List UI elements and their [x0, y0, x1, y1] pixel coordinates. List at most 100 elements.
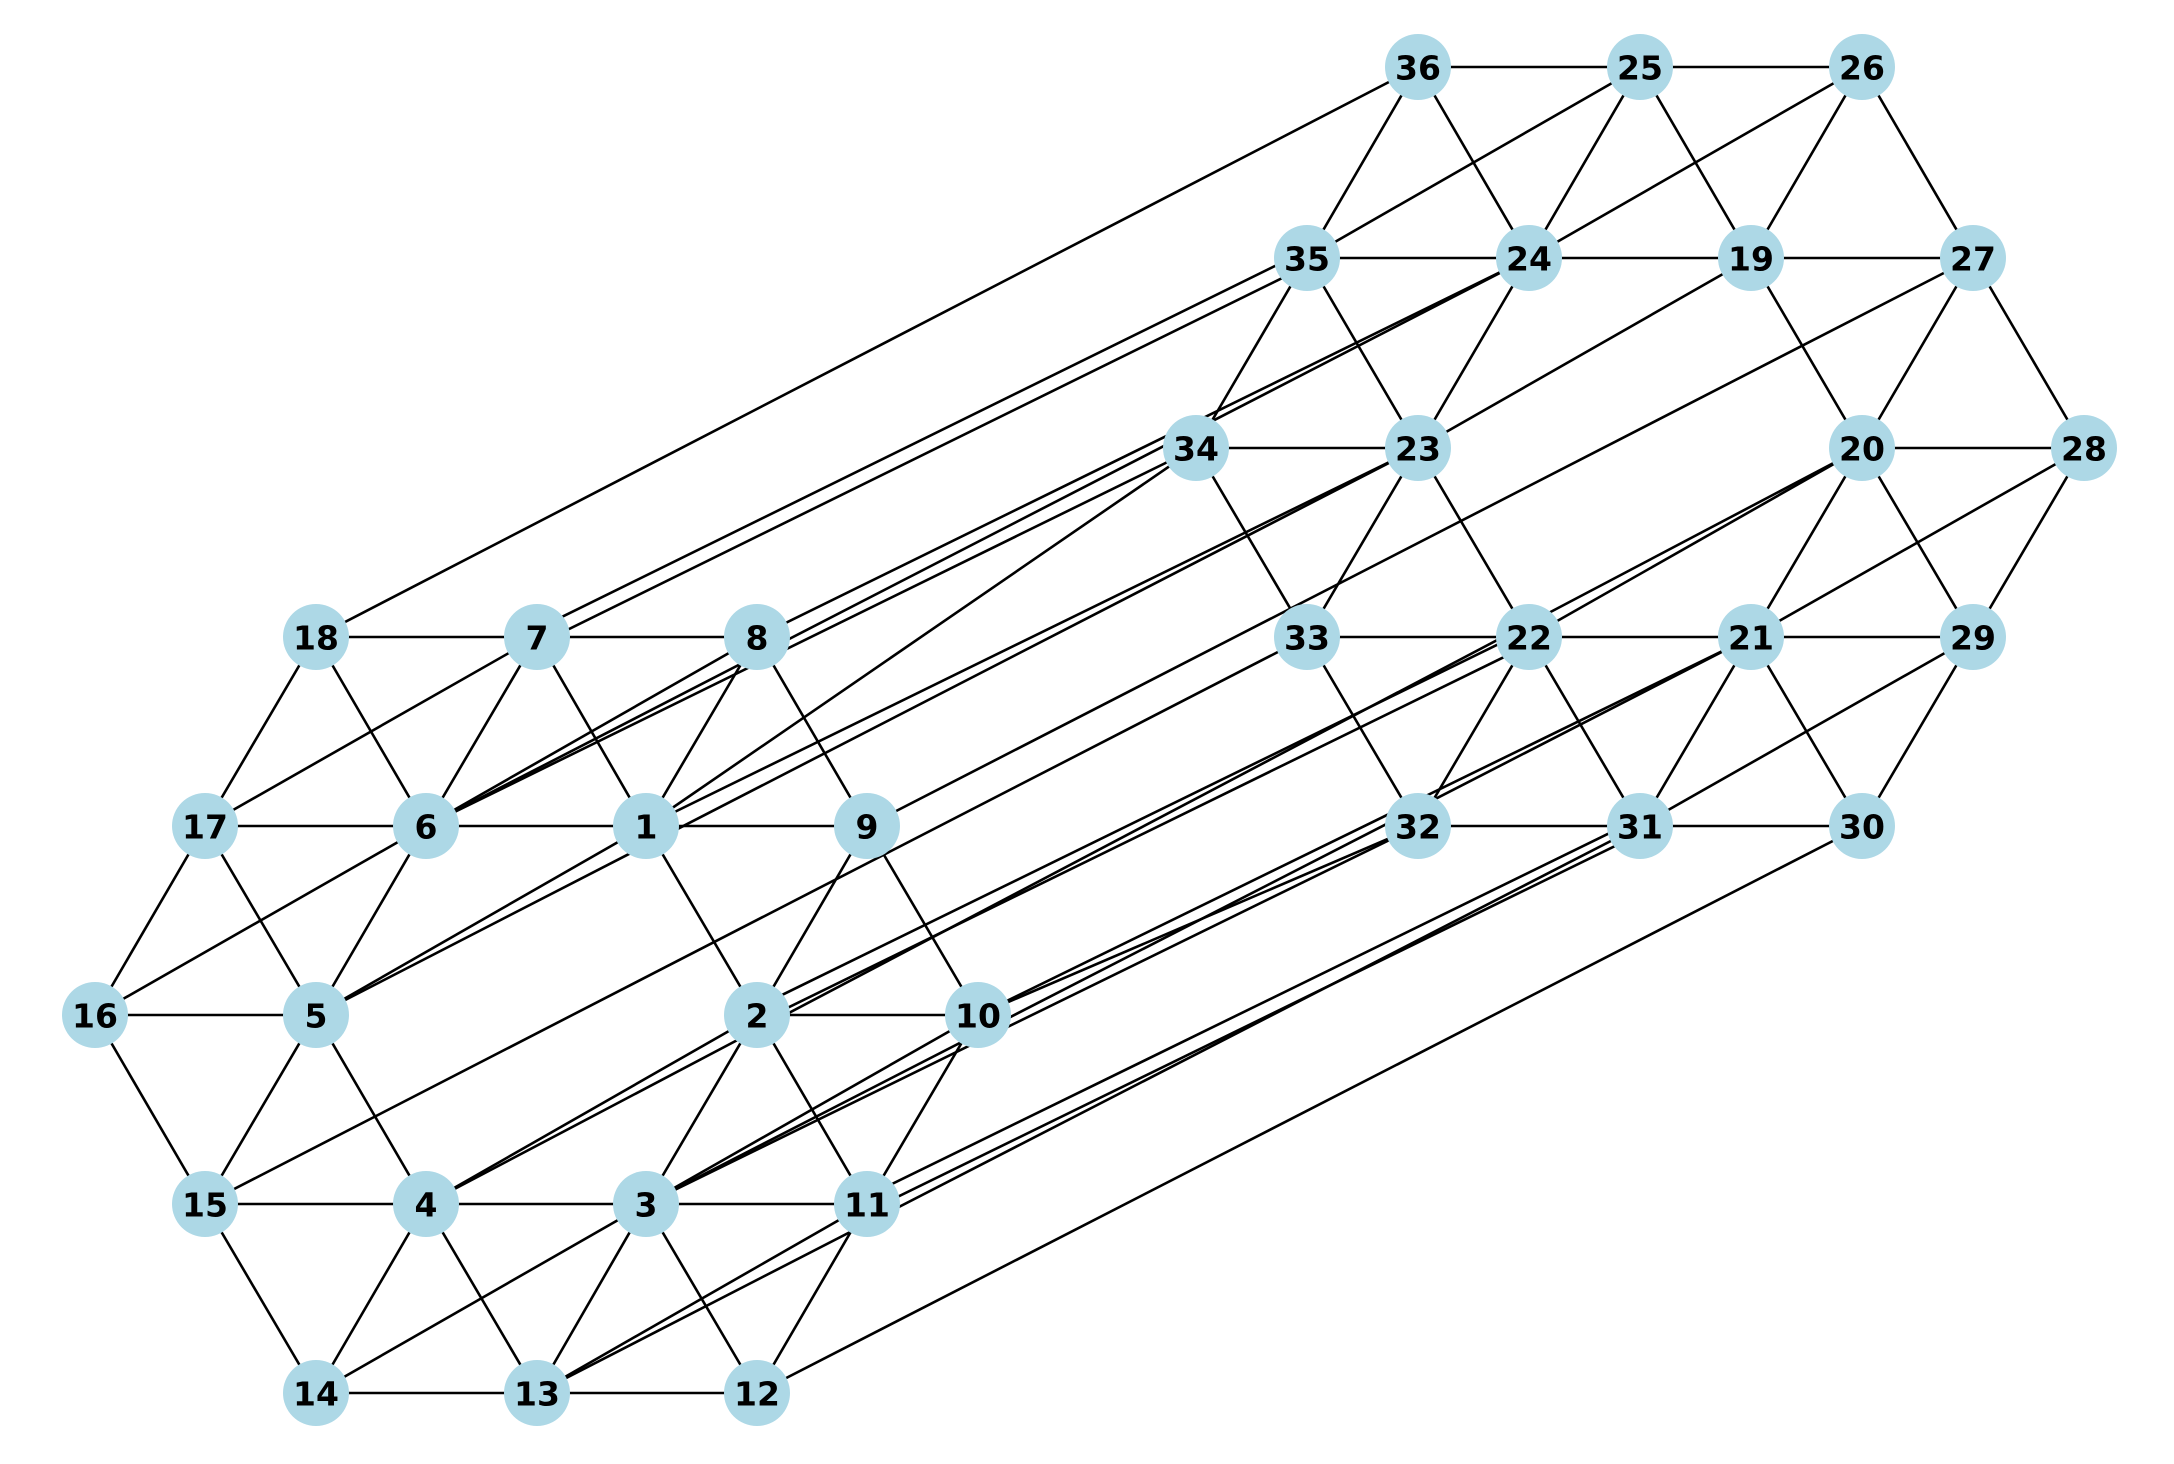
edge-26-27	[1860, 66, 1975, 259]
edge-20-22	[1528, 446, 1863, 639]
node-13: 13	[504, 1360, 570, 1426]
node-8: 8	[724, 604, 790, 670]
node-label: 28	[2061, 430, 2107, 469]
node-circle	[283, 604, 349, 670]
node-2: 2	[724, 982, 790, 1048]
edge-10-3	[645, 1013, 979, 1206]
edge-35-23	[1305, 257, 1420, 449]
edge-10-11	[865, 1014, 980, 1205]
edge-34-33	[1194, 447, 1309, 638]
node-circle	[393, 1171, 459, 1237]
node-16: 16	[62, 982, 128, 1048]
node-33: 33	[1274, 604, 1340, 670]
node-4: 4	[393, 1171, 459, 1237]
node-34: 34	[1163, 415, 1229, 481]
node-label: 33	[1284, 619, 1330, 658]
node-circle	[1274, 604, 1340, 670]
node-circle	[504, 1360, 570, 1426]
edge-15-33	[204, 635, 1308, 1206]
node-circle	[613, 1171, 679, 1237]
edge-15-14	[203, 1203, 318, 1394]
edge-8-1	[644, 636, 759, 827]
node-label: 27	[1950, 240, 1996, 279]
node-10: 10	[945, 982, 1011, 1048]
node-circle	[1385, 34, 1451, 100]
edge-23-33	[1305, 447, 1420, 638]
edge-6-16	[94, 824, 427, 1017]
node-circle	[393, 793, 459, 859]
node-label: 9	[856, 808, 879, 847]
node-circle	[945, 982, 1011, 1048]
edge-35-34	[1194, 257, 1309, 449]
node-1: 1	[613, 793, 679, 859]
node-21: 21	[1718, 604, 1784, 670]
node-circle	[283, 982, 349, 1048]
node-label: 22	[1506, 619, 1552, 658]
edge-7-17	[204, 635, 538, 828]
node-label: 20	[1839, 430, 1885, 469]
edge-3-13	[535, 1203, 648, 1394]
edge-16-15	[93, 1014, 207, 1205]
edge-27-28	[1971, 257, 2086, 449]
node-label: 16	[72, 997, 118, 1036]
edge-19-23	[1417, 256, 1752, 450]
node-label: 30	[1839, 808, 1885, 847]
node-17: 17	[172, 793, 238, 859]
edge-24-23	[1416, 257, 1531, 449]
edge-5-23	[315, 446, 1419, 1017]
edge-6-5	[314, 825, 428, 1016]
edge-28-29	[1971, 447, 2086, 638]
edge-9-27	[866, 256, 1974, 828]
node-label: 36	[1395, 49, 1441, 88]
node-label: 11	[844, 1186, 890, 1225]
node-circle	[1829, 793, 1895, 859]
edge-2-4	[425, 1013, 758, 1206]
node-circle	[724, 1360, 790, 1426]
node-circle	[172, 1171, 238, 1237]
edge-12-30	[756, 824, 1863, 1395]
edge-9-10	[865, 825, 980, 1016]
edge-9-2	[755, 825, 869, 1016]
node-circle	[1607, 793, 1673, 859]
node-circle	[1940, 604, 2006, 670]
node-circle	[2051, 415, 2117, 481]
node-circle	[834, 793, 900, 859]
edge-11-31-2	[869, 831, 1644, 1212]
edge-1-2	[644, 825, 759, 1016]
node-label: 29	[1950, 619, 1996, 658]
node-15: 15	[172, 1171, 238, 1237]
node-label: 26	[1839, 49, 1885, 88]
node-circle	[172, 793, 238, 859]
node-19: 19	[1718, 225, 1784, 291]
node-label: 4	[415, 1186, 438, 1225]
edge-25-24	[1527, 66, 1642, 259]
node-circle	[1274, 225, 1340, 291]
node-26: 26	[1829, 34, 1895, 100]
node-label: 21	[1728, 619, 1774, 658]
edge-29-31	[1639, 635, 1974, 828]
node-label: 23	[1395, 430, 1441, 469]
node-circle	[1829, 34, 1895, 100]
edge-10-32	[977, 824, 1419, 1017]
edge-11-31	[863, 818, 1638, 1199]
node-label: 5	[305, 997, 328, 1036]
node-9: 9	[834, 793, 900, 859]
edge-7-35	[533, 250, 1305, 632]
node-24: 24	[1496, 225, 1562, 291]
node-circle	[1496, 604, 1562, 670]
edge-1-23	[645, 446, 1419, 828]
node-circle	[1829, 415, 1895, 481]
node-label: 14	[293, 1375, 339, 1414]
edge-5-4	[314, 1014, 428, 1205]
node-22: 22	[1496, 604, 1562, 670]
node-label: 8	[746, 619, 769, 658]
node-label: 2	[746, 997, 769, 1036]
node-circle	[1163, 415, 1229, 481]
node-circle	[1718, 604, 1784, 670]
node-label: 7	[526, 619, 549, 658]
node-label: 31	[1617, 808, 1663, 847]
edge-21-31	[1638, 636, 1753, 827]
node-label: 6	[415, 808, 438, 847]
edge-6-34	[425, 446, 1197, 828]
